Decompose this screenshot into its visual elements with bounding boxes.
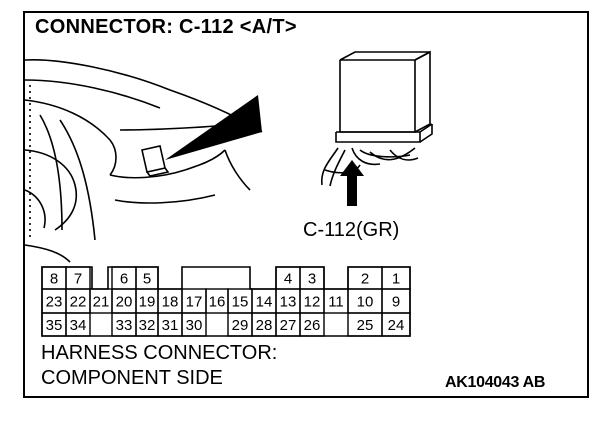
arrow-up-icon — [340, 160, 364, 206]
pin-number: 4 — [284, 271, 292, 288]
pin-number: 2 — [361, 271, 369, 288]
pin-number: 31 — [162, 317, 179, 334]
pin-number: 8 — [50, 271, 58, 288]
diagram-title: CONNECTOR: C-112 <A/T> — [35, 16, 297, 38]
pin-number: 23 — [46, 294, 63, 311]
pin-number: 10 — [357, 294, 374, 311]
pin-number: 3 — [308, 271, 316, 288]
pin-number: 25 — [357, 317, 374, 334]
reference-code: AK104043 AB — [445, 374, 546, 391]
pin-cell — [381, 312, 411, 337]
pin-number: 15 — [232, 294, 249, 311]
pin-number: 13 — [280, 294, 297, 311]
pin-number: 18 — [162, 294, 179, 311]
pin-number: 5 — [143, 271, 151, 288]
pin-number: 9 — [392, 294, 400, 311]
pin-cell — [181, 312, 207, 337]
pin-number: 28 — [256, 317, 273, 334]
diagram-frame — [23, 11, 589, 398]
caption-component-side: COMPONENT SIDE — [41, 367, 223, 389]
dashboard-drawing — [24, 58, 263, 263]
pin-number: 32 — [139, 317, 156, 334]
pin-number: 26 — [304, 317, 321, 334]
pin-number: 24 — [388, 317, 405, 334]
pin-cell — [65, 312, 91, 337]
pin-number: 7 — [74, 271, 82, 288]
pointer-wedge — [165, 95, 262, 160]
pin-number: 6 — [120, 271, 128, 288]
pin-number: 19 — [139, 294, 156, 311]
pin-number: 33 — [116, 317, 133, 334]
pin-number: 34 — [70, 317, 87, 334]
caption-harness-connector: HARNESS CONNECTOR: — [41, 342, 278, 364]
pin-number: 11 — [328, 294, 344, 311]
pin-number: 17 — [186, 294, 203, 311]
ecu-module-drawing — [320, 50, 433, 187]
pin-number: 20 — [116, 294, 133, 311]
pin-number: 29 — [232, 317, 249, 334]
pin-number: 27 — [280, 317, 297, 334]
pin-number: 22 — [70, 294, 87, 311]
pin-number: 12 — [304, 294, 321, 311]
pin-number: 14 — [256, 294, 273, 311]
pin-number: 16 — [209, 294, 226, 311]
pin-number: 30 — [186, 317, 203, 334]
pin-number: 1 — [392, 271, 400, 288]
connector-label: C-112(GR) — [303, 219, 400, 241]
pin-number: 35 — [46, 317, 63, 334]
pin-cell — [299, 312, 325, 337]
pin-number: 21 — [93, 294, 110, 311]
